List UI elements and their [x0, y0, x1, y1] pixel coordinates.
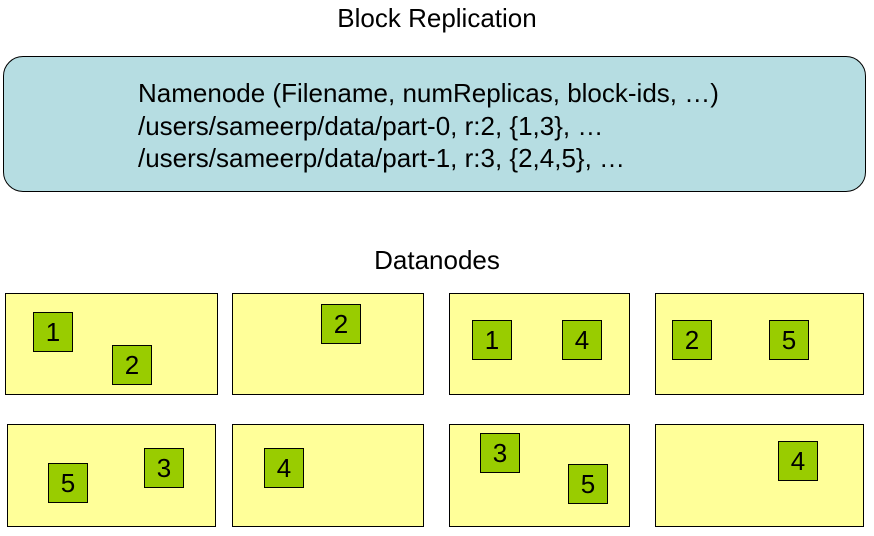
block-square-2: 2 — [112, 345, 152, 385]
block-square-3: 3 — [480, 433, 520, 473]
namenode-header-line: Namenode (Filename, numReplicas, block-i… — [138, 78, 719, 108]
block-square-4: 4 — [562, 320, 602, 360]
block-square-5: 5 — [48, 463, 88, 503]
block-square-5: 5 — [568, 464, 608, 504]
block-square-4: 4 — [778, 441, 818, 481]
namenode-box: Namenode (Filename, numReplicas, block-i… — [3, 56, 866, 192]
datanode-box-6: 4 — [232, 424, 424, 527]
datanode-box-2: 2 — [232, 293, 424, 395]
block-square-2: 2 — [672, 320, 712, 360]
datanodes-label: Datanodes — [374, 245, 500, 275]
block-square-4: 4 — [264, 448, 304, 488]
block-square-2: 2 — [321, 304, 361, 344]
namenode-file-entry-part1: /users/sameerp/data/part-1, r:3, {2,4,5}… — [138, 143, 626, 173]
block-square-3: 3 — [144, 448, 184, 488]
diagram-title: Block Replication — [337, 3, 537, 33]
datanode-box-8: 4 — [655, 424, 864, 527]
block-square-5: 5 — [769, 320, 809, 360]
block-square-1: 1 — [33, 312, 73, 352]
block-square-1: 1 — [472, 320, 512, 360]
namenode-file-entry-part0: /users/sameerp/data/part-0, r:2, {1,3}, … — [138, 110, 604, 141]
